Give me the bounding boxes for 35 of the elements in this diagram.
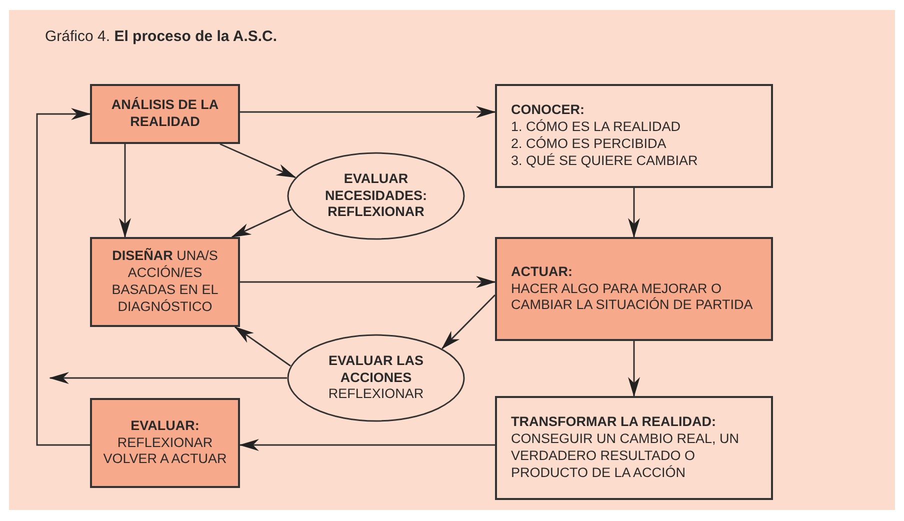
arrow (441, 294, 496, 350)
arrow (220, 143, 296, 178)
process-box (495, 84, 773, 188)
box-text: ANÁLISIS DE LA REALIDAD (110, 97, 220, 131)
arrow (119, 144, 131, 238)
process-box (90, 237, 240, 327)
box-heading: ACTUAR: (511, 264, 574, 281)
arrow (231, 208, 292, 238)
box-text: EVALUAR NECESIDADES: REFLEXIONAR (324, 170, 428, 222)
box-text: 2. CÓMO ES PERCIBIDA (511, 136, 668, 153)
process-box (90, 84, 240, 144)
arrow (628, 341, 640, 397)
arrow (49, 372, 287, 384)
process-box (90, 398, 240, 488)
box-text: 3. QUÉ SE QUIERE CAMBIAR (511, 152, 699, 170)
arrow (240, 276, 496, 288)
process-box (495, 237, 773, 341)
box-text: EVALUAR LAS ACCIONES REFLEXIONAR (327, 352, 425, 404)
box-text: 1. CÓMO ES LA REALIDAD (511, 119, 682, 136)
box-text: REFLEXIONAR VOLVER A ACTUAR (102, 434, 228, 468)
box-text: CONSEGUIR UN CAMBIO REAL, UN VERDADERO RESULTADO O PRODUCTO DE LA ACCIÓN (511, 431, 740, 482)
box-text: HACER ALGO PARA MEJORAR O CAMBIAR LA SITUACIÓN DE PARTIDA (511, 280, 754, 314)
box-text: DISEÑAR UNA/S ACCIÓN/ES BASADAS EN EL DIAGNÓSTICO (110, 248, 220, 316)
process-box (495, 396, 773, 500)
ellipse-node (287, 152, 465, 240)
arrow (240, 106, 496, 118)
arrow (239, 439, 495, 451)
arrow (628, 188, 640, 238)
arrow (234, 326, 291, 366)
arrow (36, 108, 91, 446)
ellipse-node (287, 334, 465, 422)
box-heading: CONOCER: (511, 102, 586, 119)
diagram-title: Gráfico 4. El proceso de la A.S.C. (45, 28, 278, 45)
box-heading: EVALUAR: (130, 418, 200, 435)
box-heading: TRANSFORMAR LA REALIDAD: (511, 414, 717, 432)
